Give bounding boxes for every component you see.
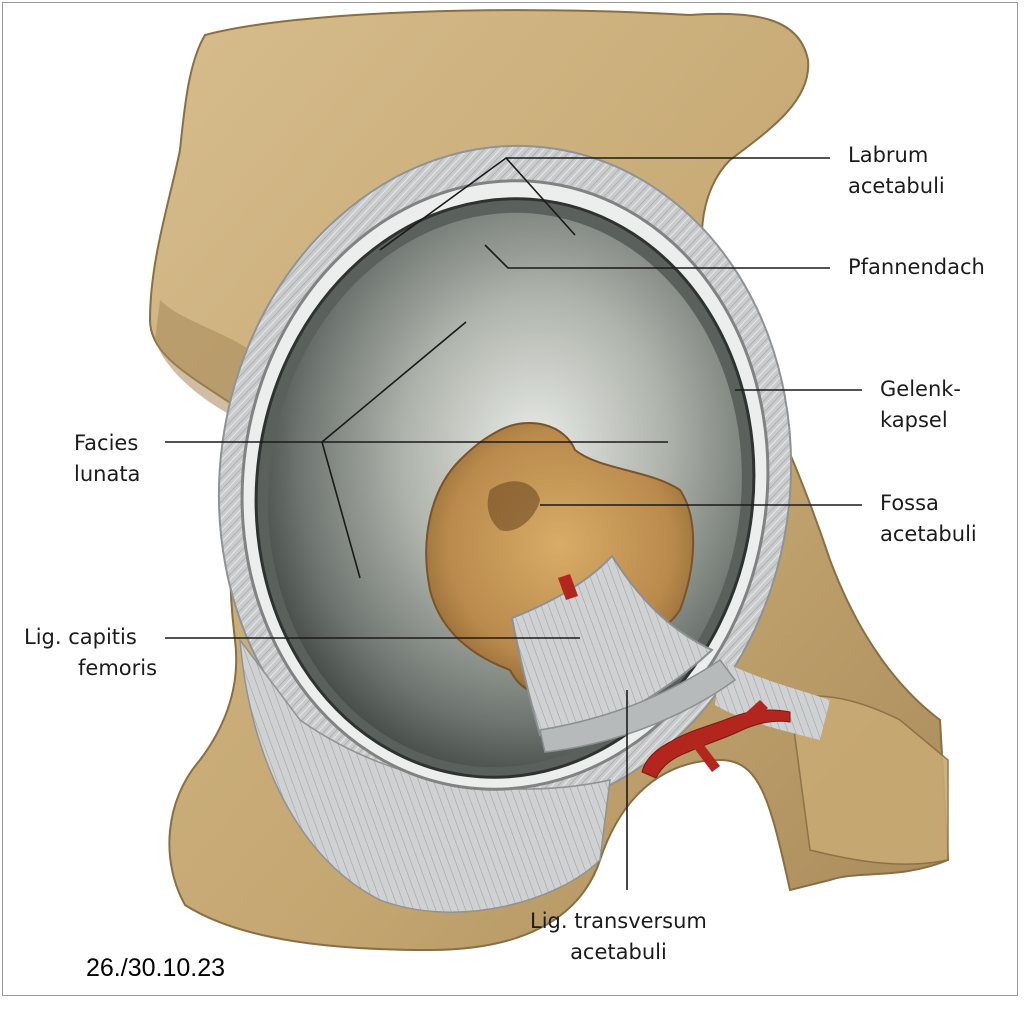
capsule-right-fibers: [715, 660, 830, 740]
label-line: Gelenk-: [880, 377, 961, 401]
label-line: acetabuli: [570, 940, 667, 964]
artery-acetabular-branch: [558, 574, 578, 600]
label-line: Pfannendach: [848, 255, 985, 279]
date-stamp: 26./30.10.23: [86, 954, 226, 982]
label-pfannendach: Pfannendach: [848, 252, 985, 283]
label-facies-lunata: Facies lunata: [74, 428, 140, 490]
label-lig-capitis-femoris: Lig. capitis femoris: [24, 622, 157, 684]
artery-upper-branch: [740, 700, 768, 726]
leader-facies-up: [321, 321, 467, 443]
label-line: Labrum: [848, 143, 929, 167]
artery-obturator: [641, 709, 791, 779]
label-lig-transversum-acetabuli: Lig. transversum acetabuli: [530, 906, 707, 968]
leader-facies-down: [321, 441, 361, 579]
fossa-notch-shadow: [487, 481, 540, 531]
bone-shadow: [155, 300, 250, 420]
label-line: kapsel: [880, 408, 948, 432]
label-line: Facies: [74, 431, 139, 455]
label-fossa-acetabuli: Fossa acetabuli: [880, 488, 977, 550]
label-line: lunata: [74, 462, 141, 486]
label-line: acetabuli: [848, 174, 945, 198]
label-gelenkkapsel: Gelenk- kapsel: [880, 374, 961, 436]
leader-pfannendach: [484, 244, 830, 269]
lig-capitis-femoris: [510, 554, 714, 738]
artery-small-branch: [694, 740, 720, 772]
femur-neck: [789, 695, 949, 865]
label-line: Lig. capitis: [24, 625, 137, 649]
label-labrum-acetabuli: Labrum acetabuli: [848, 140, 945, 202]
label-line: femoris: [78, 656, 158, 680]
leader-lines: [165, 157, 862, 890]
label-line: acetabuli: [880, 522, 977, 546]
lig-transversum: [539, 658, 737, 753]
leader-labrum-2: [505, 157, 576, 236]
label-line: Lig. transversum: [530, 909, 707, 933]
label-line: Fossa: [880, 491, 939, 515]
